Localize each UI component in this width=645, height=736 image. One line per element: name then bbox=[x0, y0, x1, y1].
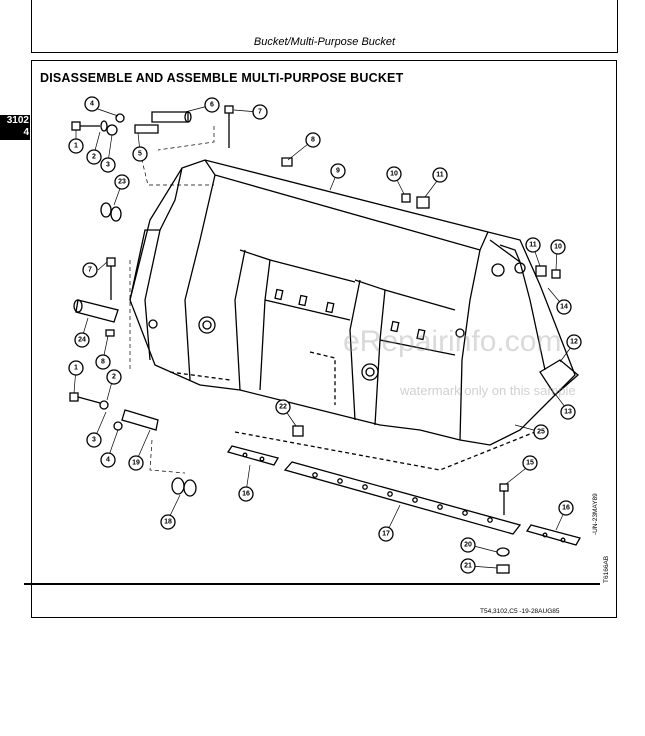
svg-text:5: 5 bbox=[138, 151, 142, 158]
svg-text:14: 14 bbox=[560, 304, 568, 311]
svg-text:6: 6 bbox=[210, 102, 214, 109]
callout-21: 21 bbox=[460, 558, 476, 574]
side-code-figure: T6166AB bbox=[603, 555, 610, 583]
callout-4-lower: 4 bbox=[100, 452, 116, 468]
section-tab-number: 3102 bbox=[6, 115, 29, 126]
svg-text:16: 16 bbox=[242, 491, 250, 498]
svg-text:7: 7 bbox=[88, 267, 92, 274]
svg-text:7: 7 bbox=[258, 109, 262, 116]
svg-text:20: 20 bbox=[464, 542, 472, 549]
callout-2-lower: 2 bbox=[106, 369, 122, 385]
callout-6: 6 bbox=[204, 97, 220, 113]
callout-25: 25 bbox=[533, 424, 549, 440]
svg-text:8: 8 bbox=[101, 359, 105, 366]
callout-13: 13 bbox=[560, 404, 576, 420]
callout-7: 7 bbox=[252, 104, 268, 120]
svg-text:10: 10 bbox=[390, 171, 398, 178]
svg-text:25: 25 bbox=[537, 429, 545, 436]
svg-text:12: 12 bbox=[570, 339, 578, 346]
page-frame: DISASSEMBLE AND ASSEMBLE MULTI-PURPOSE B… bbox=[31, 60, 617, 618]
svg-text:15: 15 bbox=[526, 460, 534, 467]
svg-text:18: 18 bbox=[164, 519, 172, 526]
svg-text:16: 16 bbox=[562, 505, 570, 512]
svg-text:10: 10 bbox=[554, 244, 562, 251]
callout-11-top: 11 bbox=[432, 167, 448, 183]
callout-8: 8 bbox=[305, 132, 321, 148]
callout-22: 22 bbox=[275, 399, 291, 415]
callout-18: 18 bbox=[160, 514, 176, 530]
callout-24: 24 bbox=[74, 332, 90, 348]
callout-5: 5 bbox=[132, 146, 148, 162]
svg-text:2: 2 bbox=[92, 154, 96, 161]
callout-3-lower: 3 bbox=[86, 432, 102, 448]
callout-8-left: 8 bbox=[95, 354, 111, 370]
callout-12: 12 bbox=[566, 334, 582, 350]
svg-text:3: 3 bbox=[92, 437, 96, 444]
edge-segments bbox=[226, 445, 581, 546]
callout-4: 4 bbox=[84, 96, 100, 112]
header-rule-left bbox=[31, 0, 32, 52]
callout-1-lower: 1 bbox=[68, 360, 84, 376]
callout-14: 14 bbox=[556, 299, 572, 315]
svg-text:1: 1 bbox=[74, 143, 78, 150]
cutting-edge bbox=[283, 461, 522, 535]
section-title: DISASSEMBLE AND ASSEMBLE MULTI-PURPOSE B… bbox=[40, 71, 404, 85]
svg-text:8: 8 bbox=[311, 137, 315, 144]
callout-19: 19 bbox=[128, 455, 144, 471]
callout-11-right: 11 bbox=[525, 237, 541, 253]
watermark-main: eRepairinfo.com bbox=[343, 325, 562, 358]
callout-9: 9 bbox=[330, 163, 346, 179]
svg-text:11: 11 bbox=[529, 242, 537, 249]
callout-10-top: 10 bbox=[386, 166, 402, 182]
svg-text:3: 3 bbox=[106, 162, 110, 169]
svg-text:4: 4 bbox=[106, 457, 110, 464]
callout-17: 17 bbox=[378, 526, 394, 542]
reference-code: T54,3102,C5 -19-28AUG85 bbox=[480, 608, 560, 615]
header-rule-right bbox=[617, 0, 618, 52]
callout-7-left: 7 bbox=[82, 262, 98, 278]
svg-text:21: 21 bbox=[464, 563, 472, 570]
svg-text:1: 1 bbox=[74, 365, 78, 372]
callout-15: 15 bbox=[522, 455, 538, 471]
bottom-rule bbox=[24, 583, 600, 585]
callout-1: 1 bbox=[68, 138, 84, 154]
callout-20: 20 bbox=[460, 537, 476, 553]
svg-text:11: 11 bbox=[436, 172, 444, 179]
svg-text:13: 13 bbox=[564, 409, 572, 416]
callout-3: 3 bbox=[100, 157, 116, 173]
svg-text:19: 19 bbox=[132, 460, 140, 467]
watermark-sub: watermark only on this sample bbox=[400, 383, 576, 398]
svg-text:17: 17 bbox=[382, 531, 390, 538]
svg-text:9: 9 bbox=[336, 168, 340, 175]
svg-text:23: 23 bbox=[118, 179, 126, 186]
section-tab-page: 4 bbox=[23, 127, 29, 138]
svg-text:22: 22 bbox=[279, 404, 287, 411]
callout-16-left: 16 bbox=[238, 486, 254, 502]
svg-text:24: 24 bbox=[78, 337, 86, 344]
page-header-title: Bucket/Multi-Purpose Bucket bbox=[31, 34, 618, 53]
callout-16-right: 16 bbox=[558, 500, 574, 516]
svg-text:2: 2 bbox=[112, 374, 116, 381]
callout-23: 23 bbox=[114, 174, 130, 190]
callout-2: 2 bbox=[86, 149, 102, 165]
callout-10-right: 10 bbox=[550, 239, 566, 255]
side-code-date: -UN-23MAY89 bbox=[592, 493, 599, 535]
svg-text:4: 4 bbox=[90, 101, 94, 108]
section-tab: 3102 4 bbox=[0, 115, 30, 140]
bucket-body bbox=[129, 159, 576, 471]
